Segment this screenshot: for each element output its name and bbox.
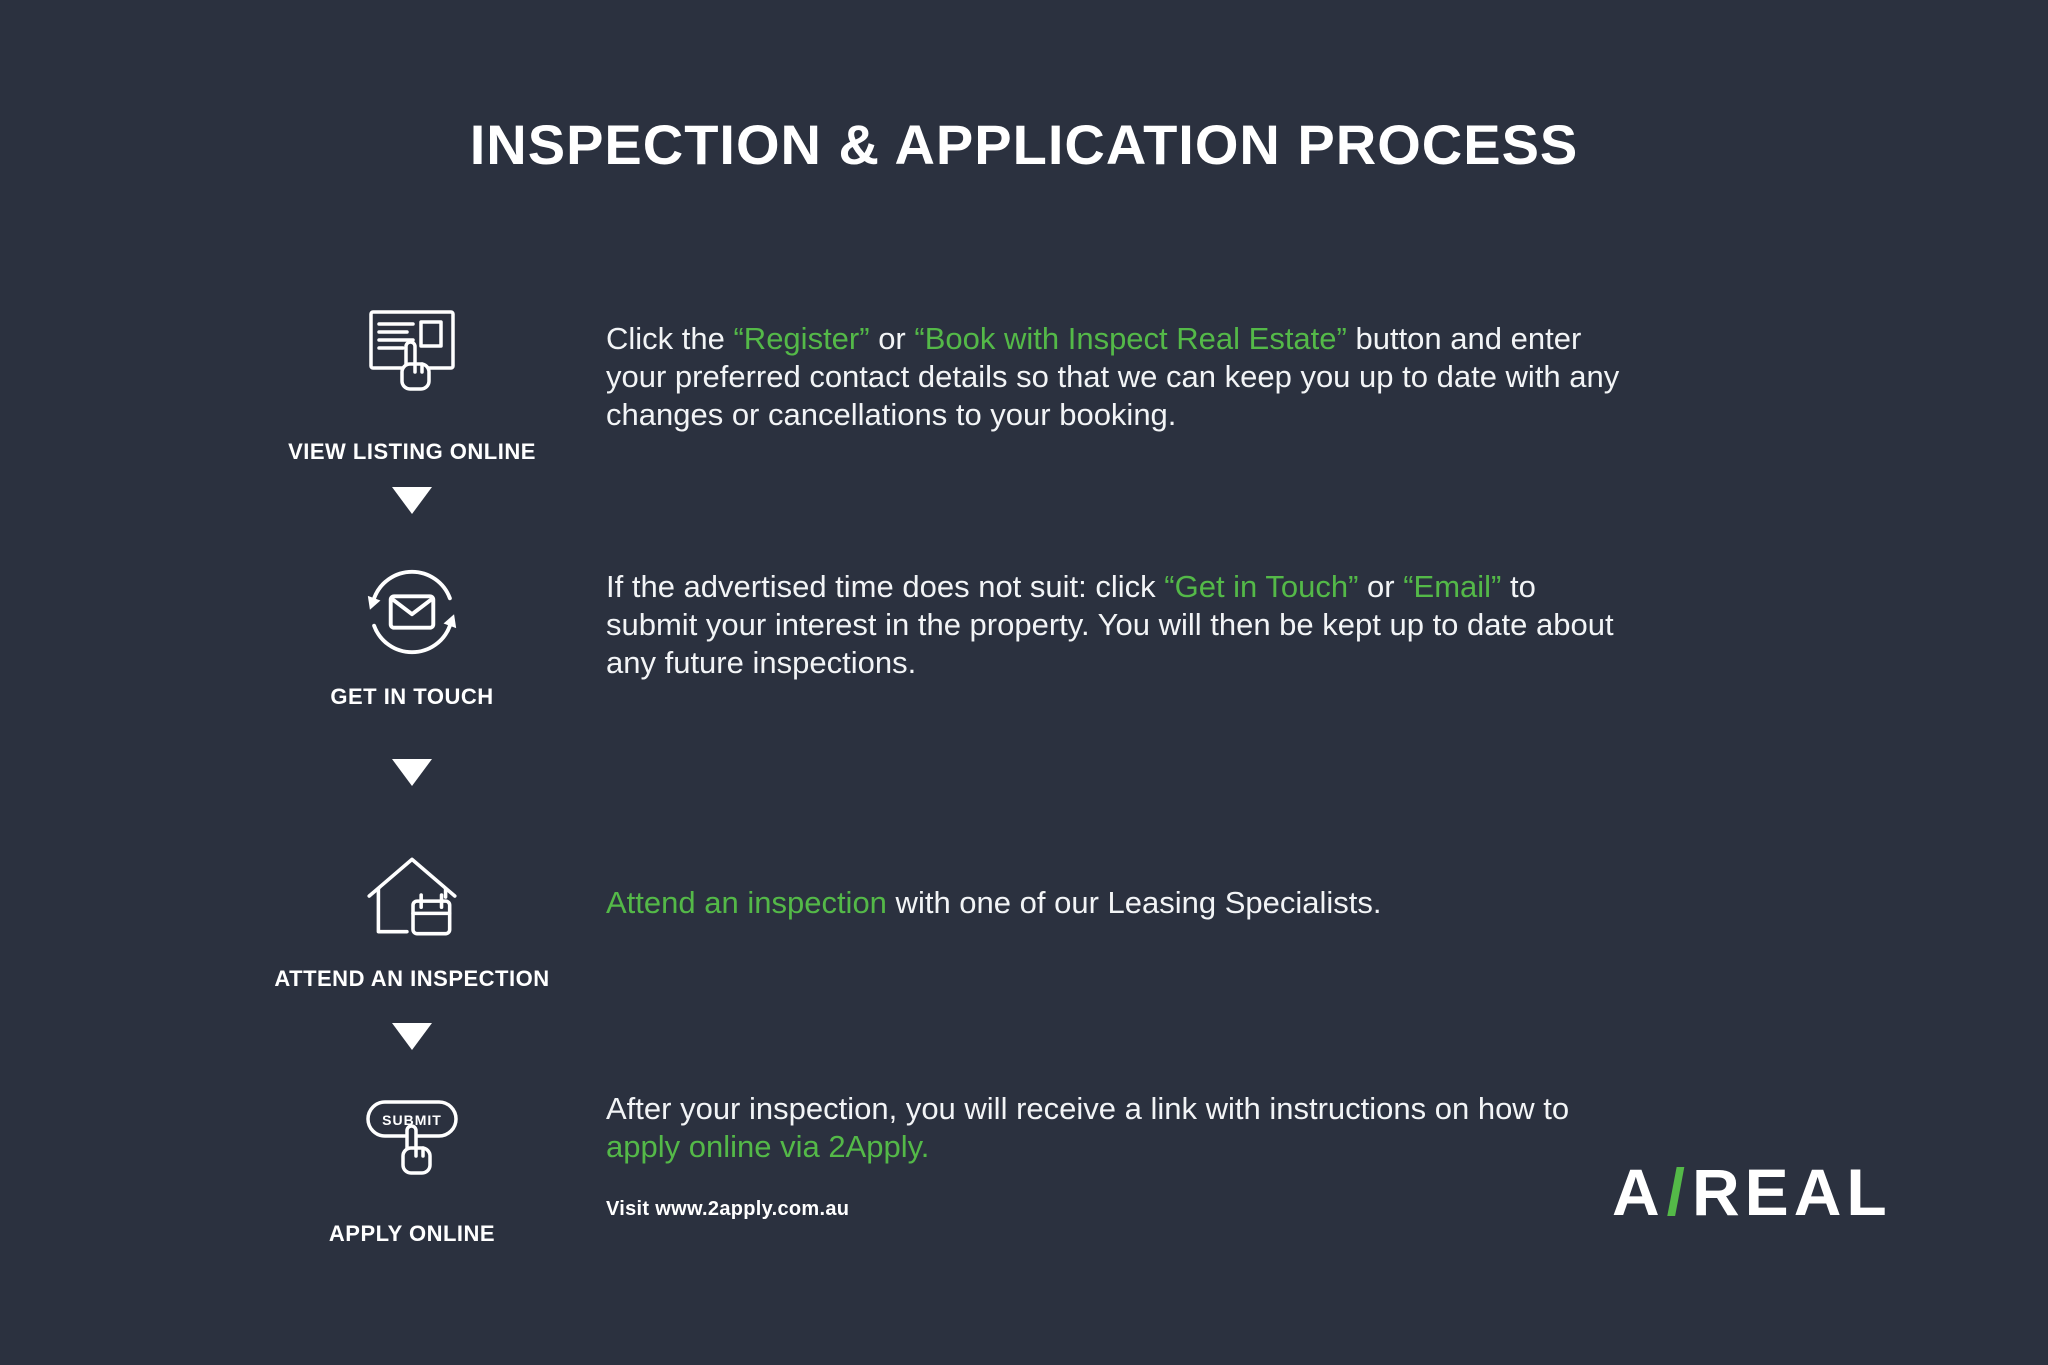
step-attend-inspection: ATTEND AN INSPECTION Attend an inspectio… [0,838,2048,1018]
step-get-in-touch: GET IN TOUCH If the advertised time does… [0,556,2048,736]
down-arrow-icon [392,1023,432,1050]
step-label-apply-online: APPLY ONLINE [328,1221,496,1246]
submit-click-icon: SUBMIT [356,1096,468,1186]
step-description-get-in-touch: If the advertised time does not suit: cl… [606,568,1626,682]
body-text: button and enter your preferred contact … [606,321,1620,432]
highlighted-text: Attend an inspection [606,885,887,920]
apply-online-note: Visit www.2apply.com.au [606,1198,850,1220]
step-description-view-listing: Click the “Register” or “Book with Inspe… [606,320,1626,434]
house-calendar-icon [356,838,468,950]
step-view-listing-online: VIEW LISTING ONLINE Click the “Register”… [0,298,2048,478]
highlighted-text: “Register” [733,321,870,356]
down-arrow-icon [392,759,432,786]
down-arrow-icon [392,487,432,514]
logo-part1: A [1612,1155,1665,1229]
highlighted-text: “Book with Inspect Real Estate” [914,321,1347,356]
logo-part2: REAL [1692,1155,1892,1229]
step-apply-online: SUBMIT APPLY ONLINE After your inspectio… [0,1090,2048,1270]
page-title: INSPECTION & APPLICATION PROCESS [469,112,1579,176]
step-description-apply-online: After your inspection, you will receive … [606,1090,1626,1166]
body-text: with one of our Leasing Specialists. [886,885,1382,920]
highlighted-text: “Get in Touch” [1164,569,1359,604]
body-text: or [1358,569,1404,604]
highlighted-text: “Email” [1403,569,1502,604]
body-text: or [869,321,915,356]
brand-logo: A/REAL [1612,1154,1892,1230]
step-label-get-in-touch: GET IN TOUCH [330,684,494,709]
listing-click-icon [356,298,468,404]
body-text: If the advertised time does not suit: cl… [606,569,1165,604]
click-hand-icon [400,340,431,391]
step-description-attend-inspection: Attend an inspection with one of our Lea… [606,884,1626,922]
logo-slash-icon: / [1666,1155,1691,1229]
submit-button-text: SUBMIT [382,1112,442,1128]
body-text: After your inspection, you will receive … [606,1091,1570,1126]
email-sync-icon [356,556,468,668]
step-label-view-listing: VIEW LISTING ONLINE [288,439,536,464]
click-hand-icon [400,1124,432,1175]
highlighted-text: apply online via 2Apply. [606,1129,930,1164]
body-text: Click the [606,321,734,356]
body-text: to submit your interest in the property.… [606,569,1614,680]
step-label-attend-inspection: ATTEND AN INSPECTION [274,966,550,991]
